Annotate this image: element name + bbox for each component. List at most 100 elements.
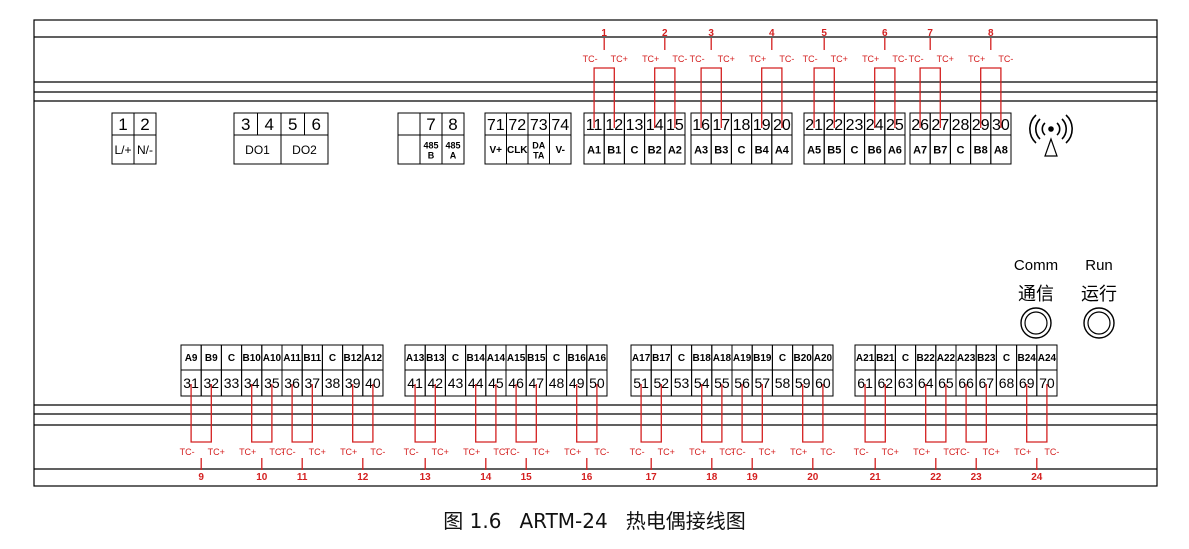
tc-polarity-label: TC+ (983, 447, 1000, 457)
indicator-label-zh: 运行 (1081, 284, 1117, 304)
tc-polarity-label: TC- (630, 447, 645, 457)
tc-polarity-label: TC- (281, 447, 296, 457)
terminal-number: 42 (428, 375, 444, 391)
terminal-label-cell (884, 134, 906, 165)
terminal-label: B5 (827, 144, 841, 156)
device-housing (33, 19, 1158, 487)
terminal-number: 49 (569, 375, 585, 391)
tc-polarity-label: TC- (779, 54, 794, 64)
terminal-number: 54 (694, 375, 710, 391)
tc-polarity-label: TC+ (611, 54, 628, 64)
terminal-label: B12 (344, 353, 363, 364)
terminal-label: B16 (568, 353, 587, 364)
terminal-number: 47 (529, 375, 545, 391)
terminal-number: 51 (633, 375, 649, 391)
channel-number: 5 (821, 28, 827, 39)
terminal-number: 48 (549, 375, 565, 391)
terminal-number: 66 (958, 375, 974, 391)
terminal-label: B20 (794, 353, 813, 364)
terminal-label: TA (533, 151, 545, 161)
tc-polarity-label: TC+ (564, 447, 581, 457)
terminal-label: A21 (856, 353, 875, 364)
terminal-number: 35 (264, 375, 280, 391)
terminal-number: 53 (674, 375, 690, 391)
terminal-label: A20 (814, 353, 833, 364)
terminal-label: B6 (868, 144, 882, 156)
tc-polarity-label: TC+ (533, 447, 550, 457)
terminal-label: B1 (607, 144, 621, 156)
terminal-label-cell (397, 134, 421, 165)
terminal-label: A13 (406, 353, 425, 364)
thermocouple-loop (414, 384, 436, 443)
indicator-label-zh: 通信 (1018, 284, 1054, 304)
terminal-label: A7 (913, 144, 927, 156)
terminal-number: 4 (265, 115, 274, 134)
channel-number: 11 (297, 472, 308, 483)
channel-number: 17 (646, 472, 658, 483)
tc-polarity-label: TC- (909, 54, 924, 64)
channel-number: 2 (662, 28, 668, 39)
wireless-antenna-icon (1029, 114, 1073, 157)
terminal-label: B10 (243, 353, 262, 364)
tc-polarity-label: TC- (269, 447, 284, 457)
terminal-label-cell (133, 134, 157, 165)
channel-number: 16 (581, 472, 593, 483)
terminal-label: A17 (632, 353, 651, 364)
tc-polarity-label: TC- (690, 54, 705, 64)
terminal-label: C (452, 353, 459, 364)
thermocouple-loop (874, 67, 896, 128)
tc-polarity-label: TC- (505, 447, 520, 457)
thermocouple-loop (190, 384, 212, 443)
terminal-label: B3 (714, 144, 728, 156)
terminal-label: 485 (445, 141, 460, 151)
terminal-label: B21 (876, 353, 895, 364)
terminal-number: 71 (487, 117, 505, 134)
thermocouple-loop (761, 67, 783, 128)
thermocouple-loop (802, 384, 824, 443)
thermocouple-loop (741, 384, 763, 443)
channel-number: 8 (988, 28, 994, 39)
terminal-label: N/- (137, 143, 153, 157)
terminal-label: A4 (775, 144, 790, 156)
channel-number: 22 (930, 472, 942, 483)
channel-number: 4 (769, 28, 775, 39)
terminal-number: 28 (952, 117, 970, 134)
channel-number: 6 (882, 28, 888, 39)
terminal-label: C (738, 144, 746, 156)
terminal-label: B8 (974, 144, 988, 156)
thermocouple-loop (1026, 384, 1048, 443)
terminal-label: C (553, 353, 560, 364)
terminal-label: C (902, 353, 909, 364)
terminal-label: A1 (587, 144, 601, 156)
tc-polarity-label: TC+ (759, 447, 776, 457)
terminal-label: A18 (713, 353, 732, 364)
terminal-number: 45 (488, 375, 504, 391)
terminal-label: A16 (588, 353, 607, 364)
terminal-label: 485 (423, 141, 438, 151)
terminal-label: A23 (957, 353, 976, 364)
terminal-label-cell (549, 134, 572, 165)
terminal-number: 8 (448, 115, 457, 134)
thermocouple-loop (864, 384, 886, 443)
terminal-number: 58 (775, 375, 791, 391)
terminal-label: L/+ (114, 143, 131, 157)
terminal-number: 57 (755, 375, 771, 391)
indicator-led-inner (1087, 311, 1111, 335)
terminal-number: 64 (918, 375, 934, 391)
terminal-number: 38 (325, 375, 341, 391)
terminal-number: 5 (288, 115, 297, 134)
tc-polarity-label: TC+ (658, 447, 675, 457)
terminal-label: B13 (426, 353, 445, 364)
channel-number: 15 (521, 472, 533, 483)
terminal-number: 39 (345, 375, 361, 391)
terminal-label: B (428, 151, 435, 161)
do-label: DO1 (245, 143, 270, 157)
terminal-label: C (329, 353, 336, 364)
terminal-number: 60 (815, 375, 831, 391)
device-model: ARTM-24 (519, 509, 608, 533)
terminal-label: A8 (994, 144, 1008, 156)
terminal-number: 43 (448, 375, 464, 391)
indicator-label-en: Comm (1014, 257, 1058, 274)
